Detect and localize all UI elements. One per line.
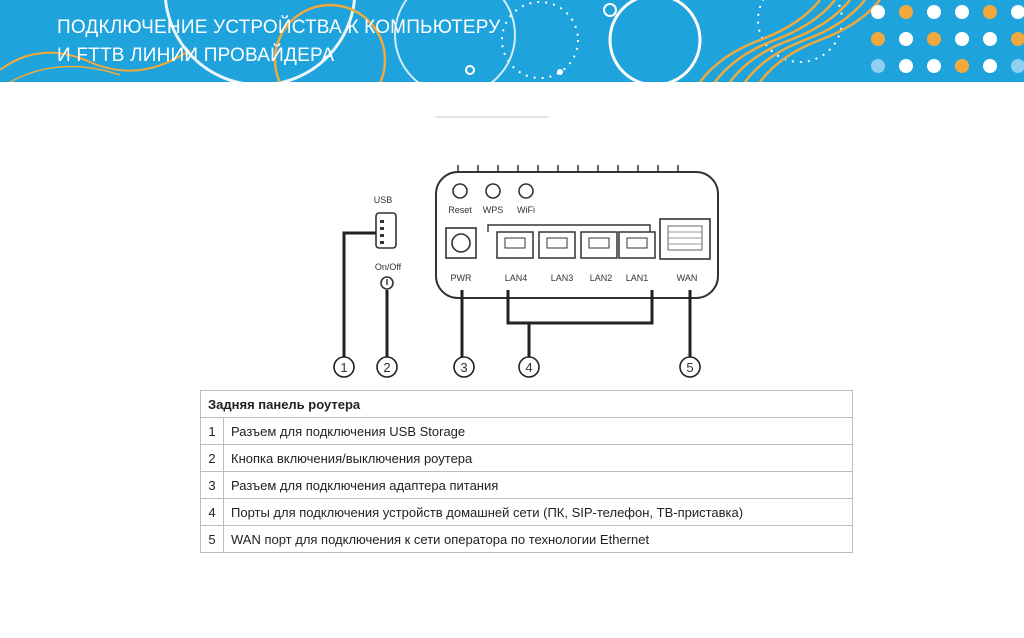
wan-label: WAN (677, 273, 698, 283)
callout-1-icon (333, 356, 355, 378)
lan-ports (496, 231, 656, 259)
callout-1-label: 1 (340, 360, 347, 375)
lan-port (580, 231, 618, 259)
legend-table: Задняя панель роутера 1 Разъем для подкл… (200, 390, 853, 553)
lan2-label: LAN2 (590, 273, 613, 283)
callout-5-icon (679, 356, 701, 378)
row-number: 3 (200, 471, 224, 499)
callout-3-label: 3 (460, 360, 467, 375)
onoff-label: On/Off (375, 262, 402, 272)
router-body (435, 171, 719, 299)
callout-2-icon (376, 356, 398, 378)
lan-port (496, 231, 534, 259)
legend-title: Задняя панель роутера (200, 390, 853, 418)
wps-label: WPS (483, 205, 504, 215)
usb-port (375, 212, 397, 249)
page-title-line-1: ПОДКЛЮЧЕНИЕ УСТРОЙСТВА К КОМПЬЮТЕРУ (57, 17, 501, 38)
page-title-line-2: И FTTB ЛИНИИ ПРОВАЙДЕРА (57, 45, 335, 66)
lan3-label: LAN3 (551, 273, 574, 283)
table-row: 4 Порты для подключения устройств домашн… (200, 498, 853, 526)
usb-connector-line (342, 231, 376, 357)
usb-label: USB (374, 195, 393, 205)
header-banner: ПОДКЛЮЧЕНИЕ УСТРОЙСТВА К КОМПЬЮТЕРУ И FT… (0, 0, 1024, 82)
table-row: 5 WAN порт для подключения к сети операт… (200, 525, 853, 553)
wps-button-icon (485, 183, 501, 199)
row-description: WAN порт для подключения к сети оператор… (223, 525, 853, 553)
banner-decoration (0, 0, 1024, 82)
callout-5-label: 5 (686, 360, 693, 375)
callout-2-label: 2 (383, 360, 390, 375)
table-row: 2 Кнопка включения/выключения роутера (200, 444, 853, 472)
router-rear-panel-diagram: USB On/Off Reset WPS WiFi PWR LAN4 L (333, 116, 719, 378)
callout-4-icon (518, 356, 540, 378)
wifi-button-icon (518, 183, 534, 199)
lan-connector-line (506, 290, 654, 325)
row-description: Порты для подключения устройств домашней… (223, 498, 853, 526)
wifi-label: WiFi (517, 205, 535, 215)
lan-port (538, 231, 576, 259)
lan1-label: LAN1 (626, 273, 649, 283)
callout-3-icon (453, 356, 475, 378)
row-number: 4 (200, 498, 224, 526)
row-number: 5 (200, 525, 224, 553)
lan-port (618, 231, 656, 259)
row-number: 2 (200, 444, 224, 472)
row-description: Разъем для подключения USB Storage (223, 417, 853, 445)
callout-4-label: 4 (525, 360, 532, 375)
lan4-label: LAN4 (505, 273, 528, 283)
pwr-label: PWR (451, 273, 472, 283)
row-description: Разъем для подключения адаптера питания (223, 471, 853, 499)
row-number: 1 (200, 417, 224, 445)
table-row: 3 Разъем для подключения адаптера питани… (200, 471, 853, 499)
legend-header-row: Задняя панель роутера (200, 390, 853, 418)
reset-label: Reset (448, 205, 472, 215)
table-row: 1 Разъем для подключения USB Storage (200, 417, 853, 445)
reset-button-icon (452, 183, 468, 199)
row-description: Кнопка включения/выключения роутера (223, 444, 853, 472)
